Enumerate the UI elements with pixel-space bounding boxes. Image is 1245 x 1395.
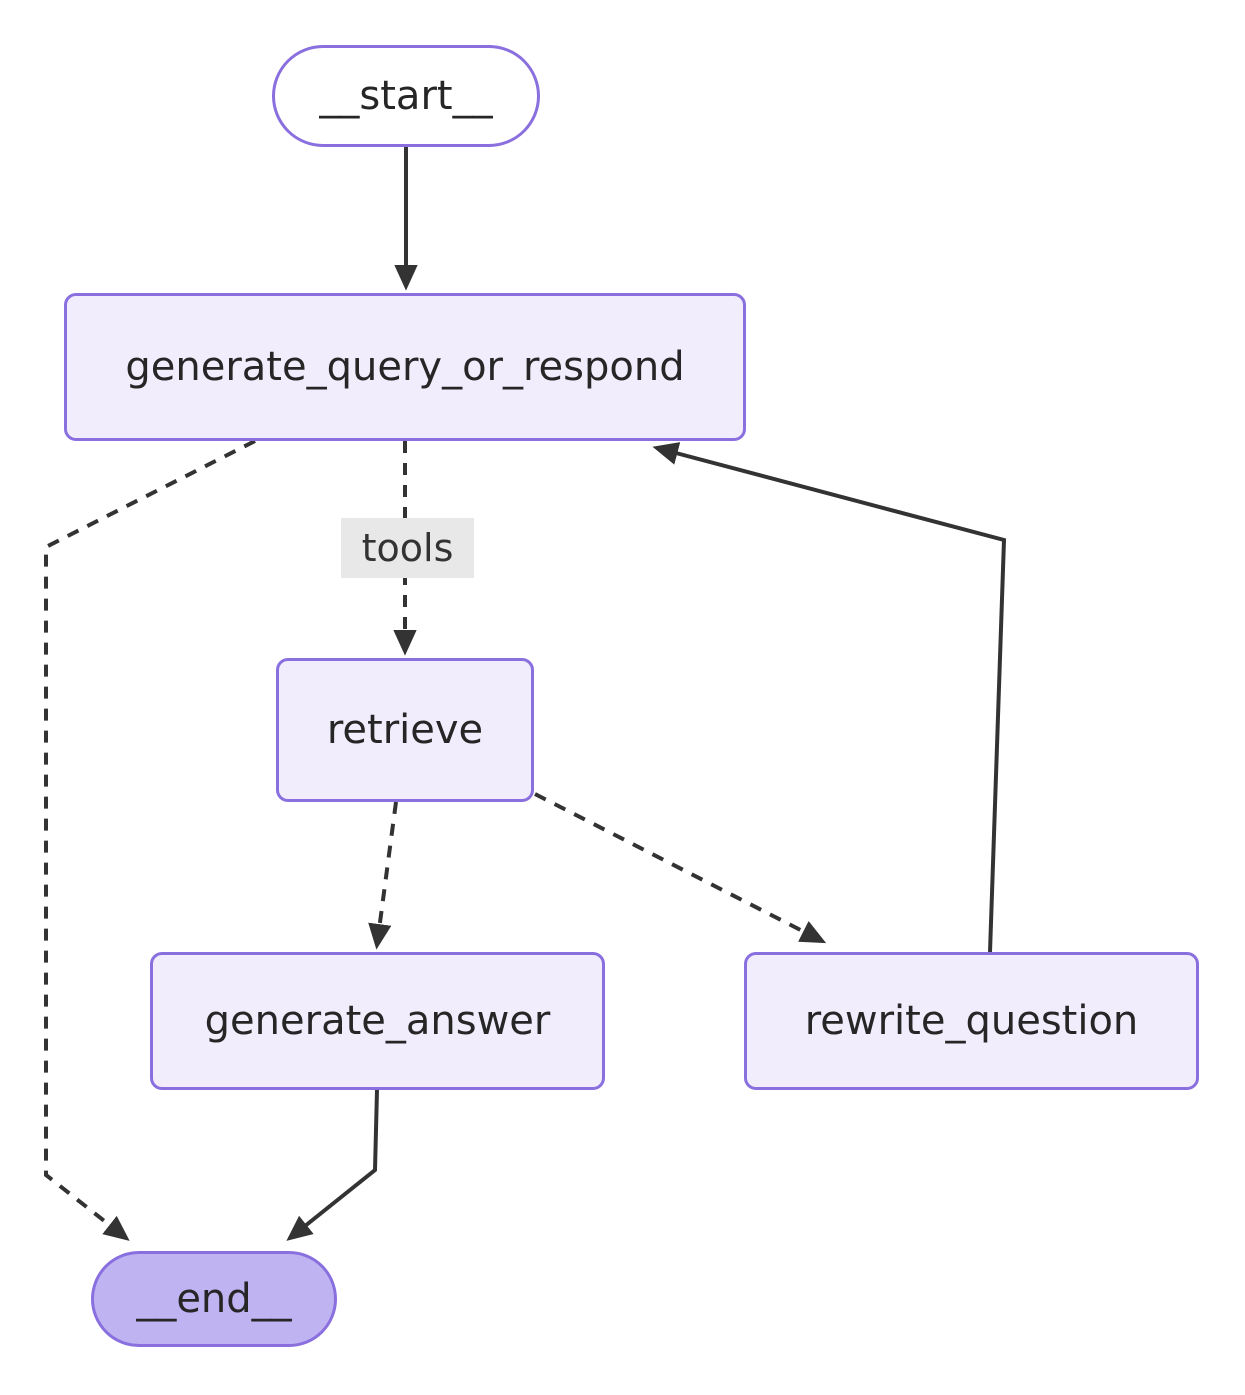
node-label-rewrite_question: rewrite_question (804, 998, 1139, 1044)
node-generate_answer[interactable]: generate_answer (150, 952, 605, 1090)
node-label-generate_query_or_respond: generate_query_or_respond (125, 344, 685, 390)
tools-label: tools (341, 518, 474, 578)
edge-generate_answer-to-end (286, 1089, 379, 1241)
edge-generate_query_or_respond-to-end (44, 439, 256, 1241)
edge-retrieve-to-generate_answer (368, 801, 398, 950)
node-rewrite_question[interactable]: rewrite_question (744, 952, 1199, 1090)
node-label-generate_answer: generate_answer (204, 998, 551, 1044)
edge-rewrite_question-to-generate_query_or_respond (652, 442, 1007, 953)
node-retrieve[interactable]: retrieve (276, 658, 534, 802)
node-start[interactable]: __start__ (272, 45, 540, 147)
edge-retrieve-to-rewrite_question (534, 792, 827, 944)
node-end[interactable]: __end__ (91, 1251, 337, 1347)
node-label-retrieve: retrieve (326, 707, 484, 753)
node-label-end: __end__ (136, 1276, 292, 1322)
node-generate_query_or_respond[interactable]: generate_query_or_respond (64, 293, 746, 441)
node-label-start: __start__ (319, 73, 493, 119)
